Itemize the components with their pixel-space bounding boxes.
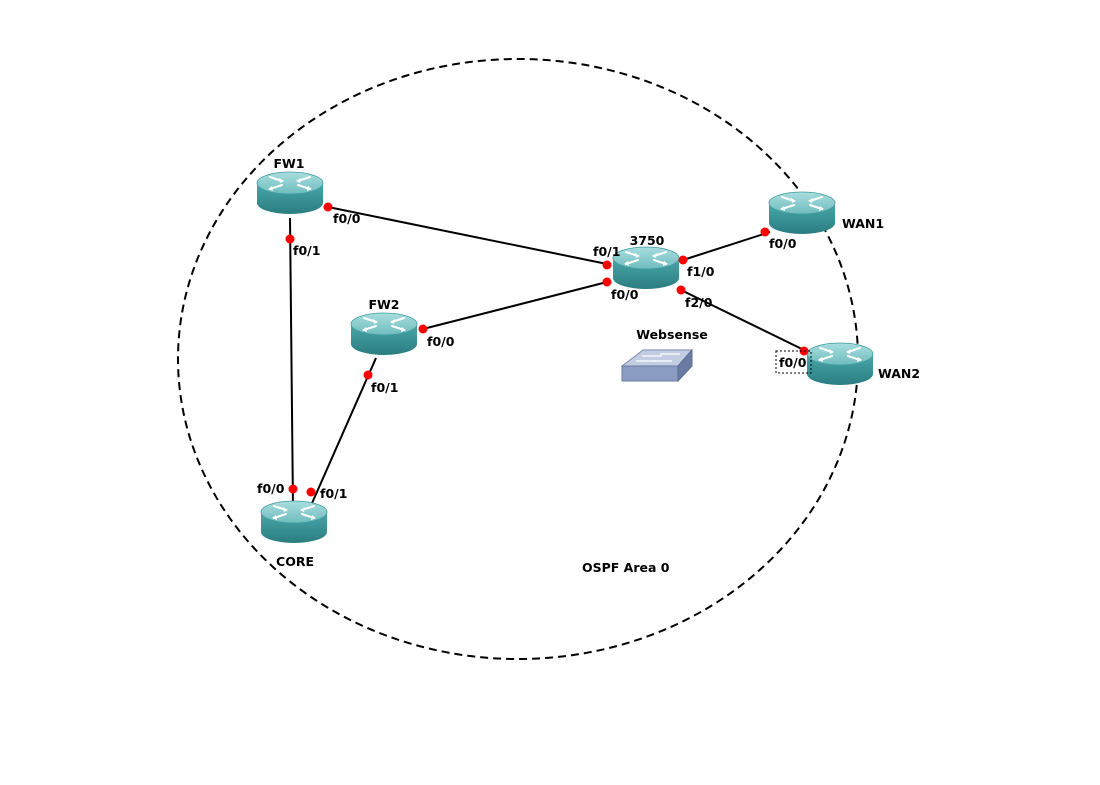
selection-box (775, 350, 812, 374)
device-3750[interactable]: 3750 (612, 233, 680, 290)
interface-label: f0/1 (320, 486, 347, 501)
port-fw2-f01[interactable] (363, 370, 373, 380)
router-icon (256, 171, 324, 215)
interface-label: f0/1 (371, 380, 398, 395)
device-label: Websense (636, 327, 708, 342)
ospf-area-boundary (177, 58, 859, 660)
router-icon (806, 342, 874, 386)
device-fw2[interactable]: FW2 (350, 297, 418, 356)
device-label: WAN2 (878, 366, 920, 381)
port-core-f01[interactable] (306, 487, 316, 497)
link-fw1-3750[interactable] (327, 206, 608, 265)
port-markers (285, 202, 809, 497)
link-3750-wan1[interactable] (682, 231, 771, 261)
port-3750-f01[interactable] (602, 260, 612, 270)
link-3750-wan2[interactable] (680, 289, 809, 353)
port-3750-f10[interactable] (678, 255, 688, 265)
interface-label: f2/0 (685, 295, 713, 310)
interface-label: f0/0 (257, 481, 285, 496)
link-fw2-core[interactable] (308, 357, 377, 511)
port-3750-f20[interactable] (676, 285, 686, 295)
device-wan2[interactable]: WAN2 (806, 342, 920, 386)
interface-label: f0/0 (333, 211, 361, 226)
switch-icon (620, 348, 694, 383)
interface-label: f0/0 (427, 334, 455, 349)
port-3750-f00[interactable] (602, 277, 612, 287)
device-label: 3750 (630, 233, 665, 248)
port-core-f00[interactable] (288, 484, 298, 494)
device-fw1[interactable]: FW1 (256, 156, 324, 215)
interface-label: f0/1 (293, 243, 320, 258)
port-fw1-f00[interactable] (323, 202, 333, 212)
router-icon (260, 500, 328, 544)
port-fw2-f00[interactable] (418, 324, 428, 334)
links (289, 206, 809, 511)
interface-label: f0/0 (779, 355, 807, 370)
link-fw1-core[interactable] (289, 217, 294, 509)
router-icon (768, 191, 836, 235)
interface-label: f0/0 (611, 287, 639, 302)
link-fw2-3750[interactable] (422, 281, 608, 330)
port-wan1-f00[interactable] (760, 227, 770, 237)
interface-label: f1/0 (687, 264, 715, 279)
device-label: WAN1 (842, 216, 884, 231)
device-label: FW2 (368, 297, 399, 312)
router-icon (612, 246, 680, 290)
device-wan1[interactable]: WAN1 (768, 191, 884, 235)
device-label: CORE (276, 554, 314, 569)
device-core[interactable]: CORE (260, 500, 328, 569)
interface-label: f0/1 (593, 244, 620, 259)
device-label: FW1 (273, 156, 304, 171)
port-fw1-f01[interactable] (285, 234, 295, 244)
device-websense[interactable]: Websense (620, 327, 708, 383)
interface-label: f0/0 (769, 236, 797, 251)
router-icon (350, 312, 418, 356)
area-label: OSPF Area 0 (582, 560, 670, 575)
